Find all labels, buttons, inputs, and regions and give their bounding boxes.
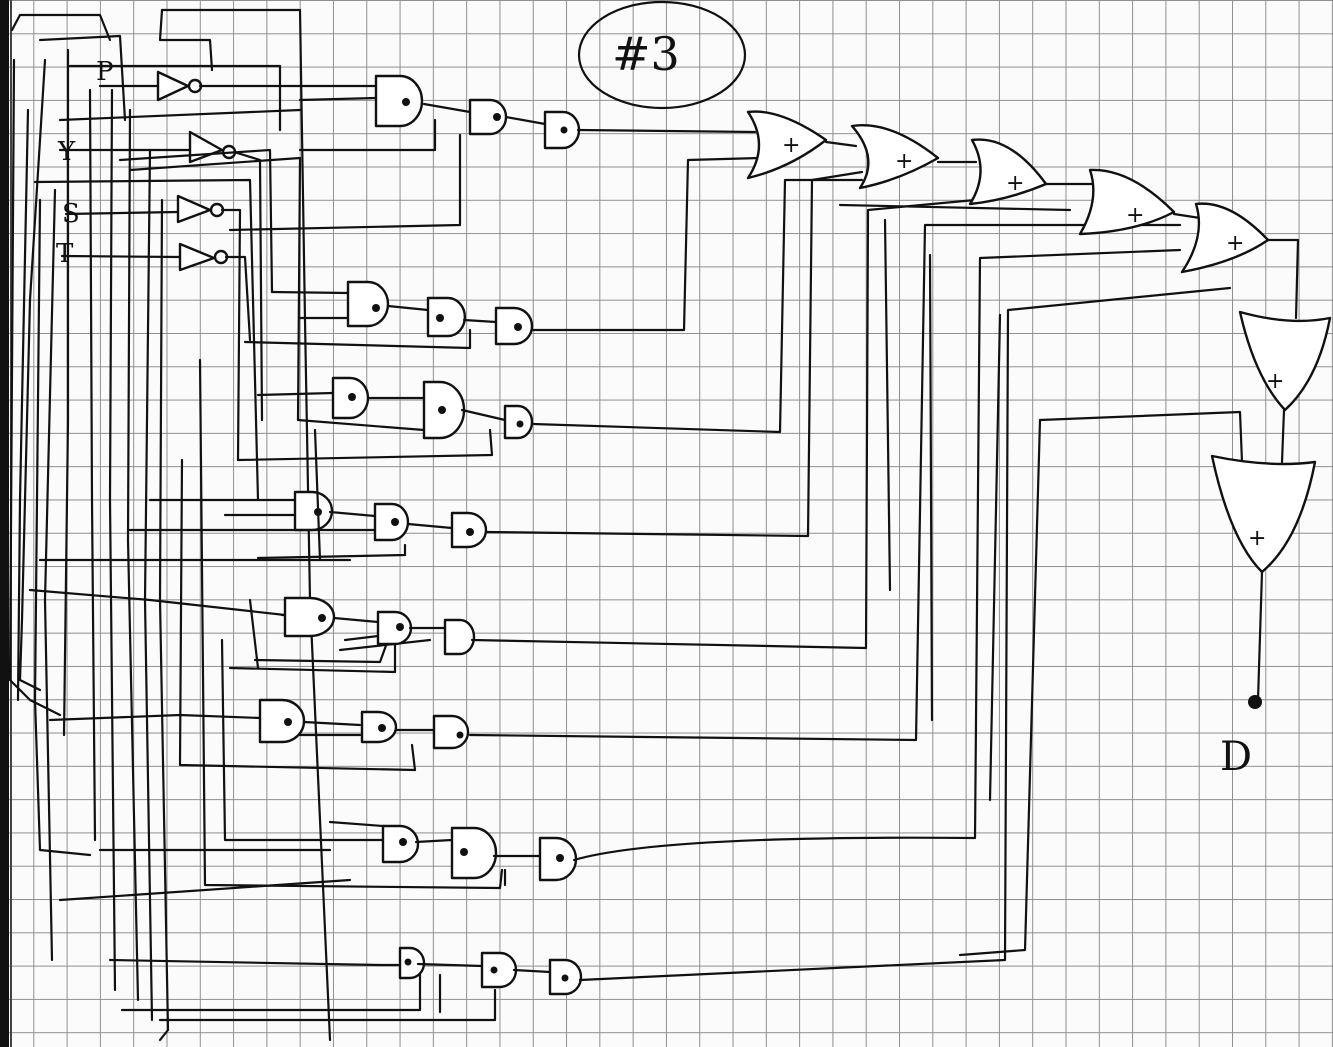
or-gate-5: + bbox=[1180, 202, 1270, 274]
inverter-t bbox=[178, 242, 229, 272]
or-gate-3-symbol: + bbox=[1006, 171, 1024, 196]
inverter-s bbox=[176, 194, 225, 224]
inverter-p bbox=[156, 70, 203, 102]
input-label-t: T bbox=[56, 239, 74, 269]
inverter-y bbox=[188, 130, 237, 164]
title-bubble: #3 bbox=[577, 0, 747, 110]
output-node bbox=[1248, 695, 1262, 709]
or-chain: + + + + + bbox=[746, 110, 1332, 957]
or-gate-2: + bbox=[850, 124, 940, 190]
and-chain-row-2 bbox=[243, 156, 762, 350]
notebook-binding-edge bbox=[0, 0, 9, 1047]
and-chain-row-7 bbox=[328, 248, 1182, 887]
feedback-wires bbox=[248, 203, 1072, 802]
or-gate-1: + bbox=[746, 110, 828, 180]
or-gate-5-symbol: + bbox=[1226, 231, 1244, 256]
or-gate-3: + bbox=[968, 138, 1048, 206]
or-gate-4-symbol: + bbox=[1126, 203, 1144, 228]
and-chain-row-3 bbox=[236, 178, 864, 462]
input-labels: P Y S T bbox=[56, 57, 114, 269]
or-gate-6-symbol: + bbox=[1266, 369, 1284, 394]
input-label-p: P bbox=[96, 57, 114, 87]
and-chain-row-4 bbox=[223, 170, 864, 560]
output-label: D bbox=[1220, 734, 1252, 780]
or-gate-4: + bbox=[1078, 168, 1176, 236]
or-gate-7: + bbox=[1210, 454, 1317, 574]
and-chain-row-8 bbox=[378, 286, 1232, 1014]
and-chain-row-1 bbox=[228, 74, 757, 232]
or-gate-2-symbol: + bbox=[895, 149, 913, 174]
or-gate-6: + bbox=[1238, 310, 1332, 412]
title-text: #3 bbox=[612, 27, 680, 81]
and-chain-row-5 bbox=[228, 198, 977, 674]
input-bus-wires bbox=[8, 8, 504, 1042]
inverter-group bbox=[156, 70, 237, 272]
or-gate-7-symbol: + bbox=[1248, 526, 1266, 551]
and-chain-row-6 bbox=[258, 223, 1182, 772]
input-label-y: Y bbox=[57, 137, 76, 167]
or-gate-1-symbol: + bbox=[782, 133, 800, 158]
